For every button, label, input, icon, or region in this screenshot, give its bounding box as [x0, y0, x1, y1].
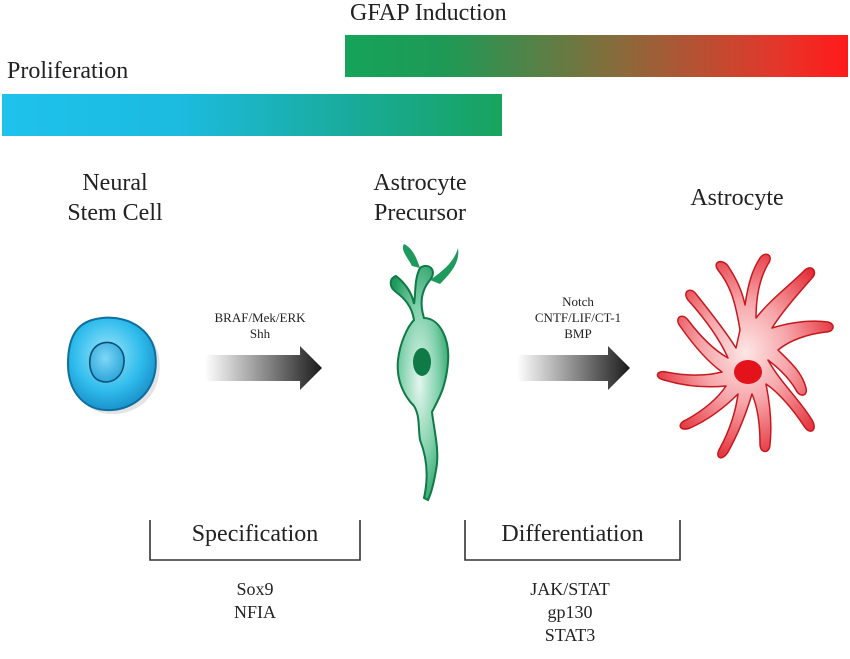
differentiation-bracket [464, 520, 681, 561]
second-arrow-label: Notch CNTF/LIF/CT-1 BMP [508, 294, 648, 342]
specification-factor-nfia: NFIA [233, 602, 276, 622]
astrocyte-precursor-label-line2: Precursor [374, 200, 466, 226]
specification-arrow [205, 346, 322, 390]
specification-bracket [149, 520, 361, 561]
neural-stem-cell-label-line2: Stem Cell [67, 200, 163, 226]
differentiation-label: Differentiation [501, 521, 644, 547]
astrocyte-cell [656, 253, 834, 459]
first-arrow-factor-1: BRAF/Mek/ERK [214, 310, 306, 325]
differentiation-factor-gp130: gp130 [547, 602, 593, 622]
astrocyte-precursor-label: Astrocyte Precursor [345, 168, 495, 228]
specification-factor-sox9: Sox9 [236, 579, 274, 599]
astrocyte-label: Astrocyte [690, 185, 784, 211]
neural-stem-cell-label-line1: Neural [82, 170, 148, 196]
proliferation-label: Proliferation [7, 58, 129, 84]
gfap-induction-label: GFAP Induction [350, 0, 507, 26]
proliferation-bar [2, 94, 502, 136]
neural-stem-cell [66, 316, 160, 415]
astrocyte-precursor-label-line1: Astrocyte [373, 170, 467, 196]
differentiation-factors: JAK/STAT gp130 STAT3 [505, 578, 635, 647]
gfap-induction-bar [345, 35, 848, 77]
differentiation-arrow [517, 346, 630, 390]
neural-stem-cell-label: Neural Stem Cell [40, 168, 190, 228]
first-arrow-factor-2: Shh [249, 326, 271, 341]
astrocyte-precursor-cell [389, 244, 459, 502]
specification-factors: Sox9 NFIA [190, 578, 320, 624]
second-arrow-factor-2: CNTF/LIF/CT-1 [534, 310, 622, 325]
second-arrow-factor-3: BMP [564, 326, 592, 341]
second-arrow-factor-1: Notch [562, 294, 594, 309]
specification-label: Specification [191, 521, 319, 547]
differentiation-factor-jak-stat: JAK/STAT [530, 579, 610, 599]
differentiation-factor-stat3: STAT3 [544, 625, 596, 645]
first-arrow-label: BRAF/Mek/ERK Shh [190, 310, 330, 342]
